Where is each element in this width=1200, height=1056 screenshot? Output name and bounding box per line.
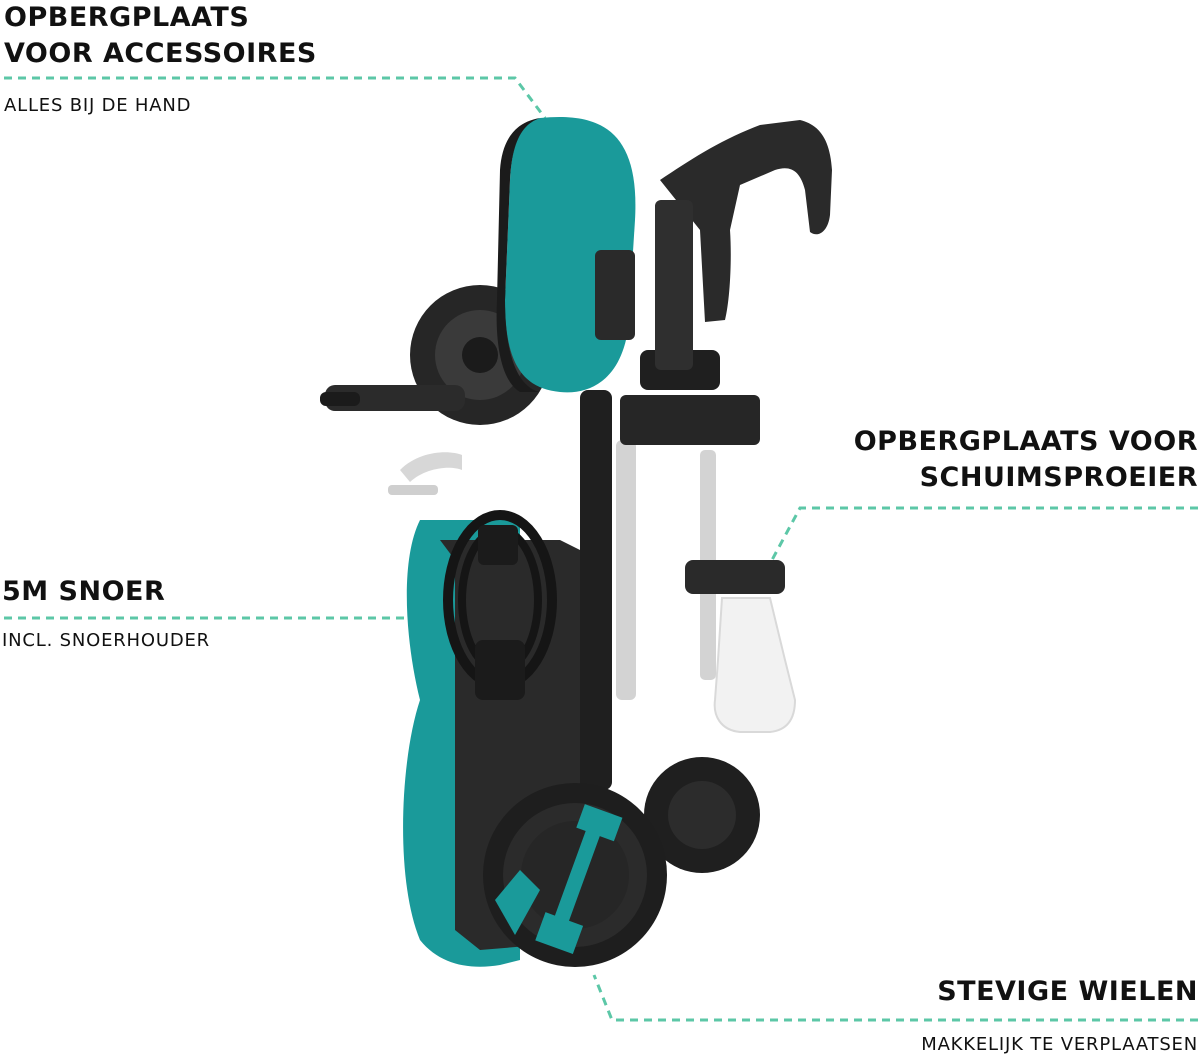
callout-accessories-subtitle: ALLES BIJ DE HAND	[4, 95, 192, 116]
callout-accessories-title: OPBERGPLAATS VOOR ACCESSOIRES	[4, 2, 317, 69]
pressure-washer-image	[320, 116, 832, 967]
callout-wheels-subtitle: MAKKELIJK TE VERPLAATSEN	[921, 1034, 1198, 1055]
leader-line-wheels	[592, 974, 1198, 1022]
callout-cord-title: 5M SNOER	[2, 576, 166, 607]
callout-wheels: STEVIGE WIELEN MAKKELIJK TE VERPLAATSEN	[921, 974, 1198, 1055]
callout-cord-subtitle: INCL. SNOERHOUDER	[2, 630, 210, 651]
callout-foam-title: OPBERGPLAATS VOOR SCHUIMSPROEIER	[853, 426, 1198, 493]
leader-line-accessories	[4, 76, 547, 119]
callout-foam: OPBERGPLAATS VOOR SCHUIMSPROEIER	[854, 424, 1198, 496]
callout-wheels-title: STEVIGE WIELEN	[937, 976, 1198, 1007]
callout-accessories: OPBERGPLAATS VOOR ACCESSOIRES ALLES BIJ …	[4, 0, 317, 116]
callout-cord: 5M SNOER INCL. SNOERHOUDER	[2, 574, 209, 651]
leader-line-foam	[770, 506, 1198, 561]
